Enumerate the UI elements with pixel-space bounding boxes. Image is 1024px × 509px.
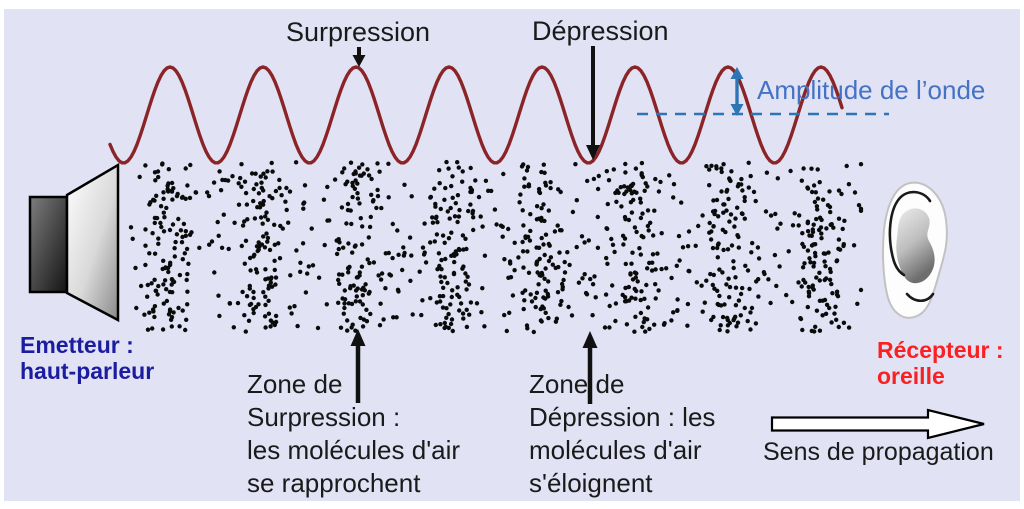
zone-depression-line2: Dépression : les	[529, 402, 716, 432]
depression-arrow	[586, 46, 600, 160]
zone-surpression-arrow	[350, 329, 366, 403]
emitter-label-line1: Emetteur :	[20, 332, 134, 358]
receiver-label-line2: oreille	[877, 363, 945, 389]
zone-depression-line4: s'éloignent	[529, 468, 653, 498]
zone-surpression-line1: Zone de	[247, 369, 343, 399]
speaker-icon	[28, 162, 120, 323]
zone-surpression-line3: les molécules d'air	[247, 435, 461, 465]
depression-label: Dépression	[532, 16, 669, 46]
air-molecules	[128, 159, 864, 335]
sound-wave	[108, 65, 844, 165]
zone-depression-arrow	[582, 331, 598, 404]
propagation-label: Sens de propagation	[763, 438, 994, 466]
receiver-label-line1: Récepteur :	[877, 337, 1004, 363]
emitter-label-line2: haut-parleur	[20, 358, 155, 384]
surpression-label: Surpression	[286, 17, 431, 47]
amplitude-label: Amplitude de l’onde	[757, 75, 986, 105]
zone-depression-line1: Zone de	[529, 369, 625, 399]
receiver-label: Récepteur : oreille	[877, 337, 1004, 389]
zone-surpression-line4: se rapprochent	[247, 468, 421, 498]
zone-surpression-label: Zone de Surpression : les molécules d'ai…	[247, 368, 460, 500]
zone-depression-line3: molécules d'air	[529, 435, 702, 465]
zone-surpression-line2: Surpression :	[247, 402, 401, 432]
amplitude-arrow	[730, 67, 744, 116]
zone-depression-label: Zone de Dépression : les molécules d'air…	[529, 368, 715, 500]
emitter-label: Emetteur : haut-parleur	[20, 332, 154, 384]
surpression-arrow	[352, 47, 366, 67]
propagation-arrow	[770, 408, 985, 440]
ear-icon	[882, 181, 948, 319]
